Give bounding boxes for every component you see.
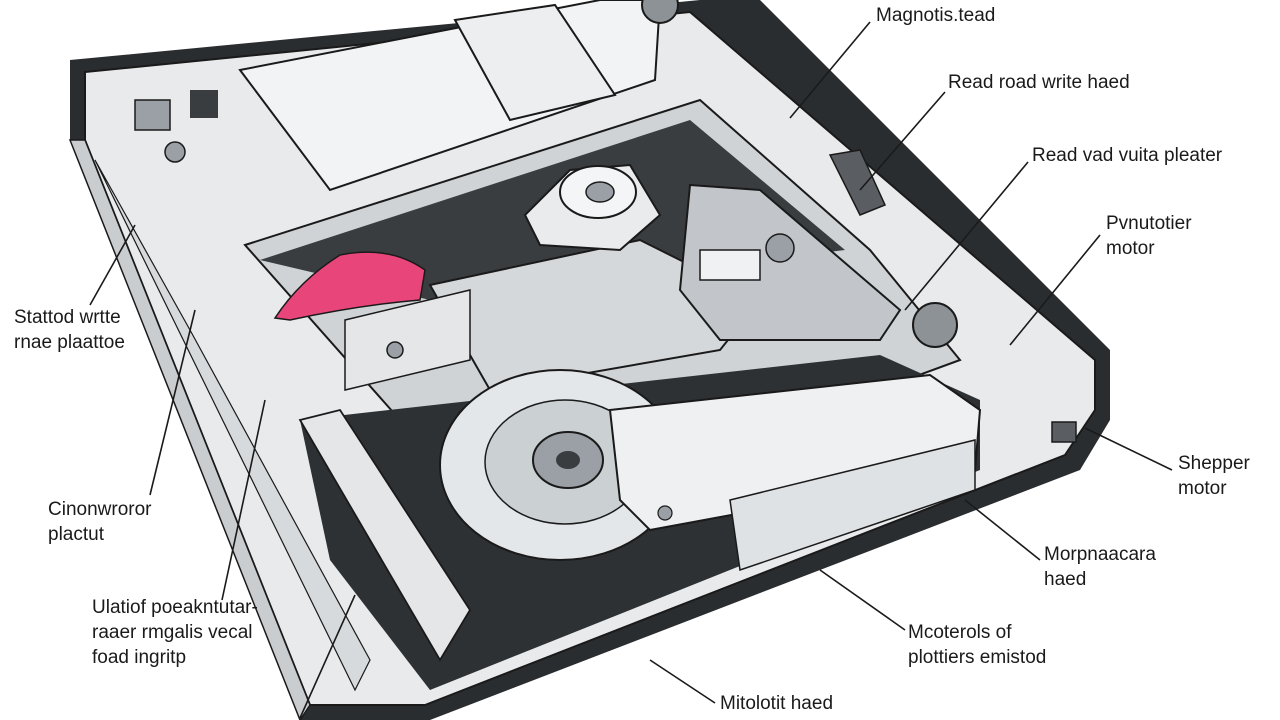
- label-magnetic-head-lower: Morpnaacara haed: [1044, 544, 1156, 590]
- top-cover: [134, 0, 662, 192]
- spindle-motor-icon: [523, 163, 662, 252]
- label-connector-platter: Cinonwroror plactut: [48, 499, 152, 545]
- platter-plate: [344, 238, 762, 392]
- label-read-write-platter: Read vad vuita pleater: [1032, 145, 1223, 166]
- label-read-write-head: Read road write haed: [948, 72, 1130, 93]
- label-stated-write-platter: Stattod wrtte rnae plaattoe: [14, 307, 125, 353]
- pink-platter-icon: [273, 251, 426, 321]
- front-bezel: [298, 408, 472, 662]
- label-ultra-read: Ulatiof poeakntutar- raaer rmgalis vecal…: [92, 597, 258, 668]
- label-motor-head: Mitolotit haed: [720, 693, 834, 714]
- label-rotation-motor: Pvnutotier motor: [1106, 213, 1192, 259]
- lower-disk: [300, 355, 982, 690]
- connector-port-icon: [1051, 421, 1077, 443]
- actuator-mechanism: [641, 0, 958, 348]
- leader-lines: [89, 21, 1173, 719]
- label-magnetic-head: Magnotis.tead: [876, 5, 996, 26]
- label-stepper-motor: Shepper motor: [1178, 453, 1250, 499]
- label-materials: Mcoterols of plottiers emistod: [908, 622, 1047, 668]
